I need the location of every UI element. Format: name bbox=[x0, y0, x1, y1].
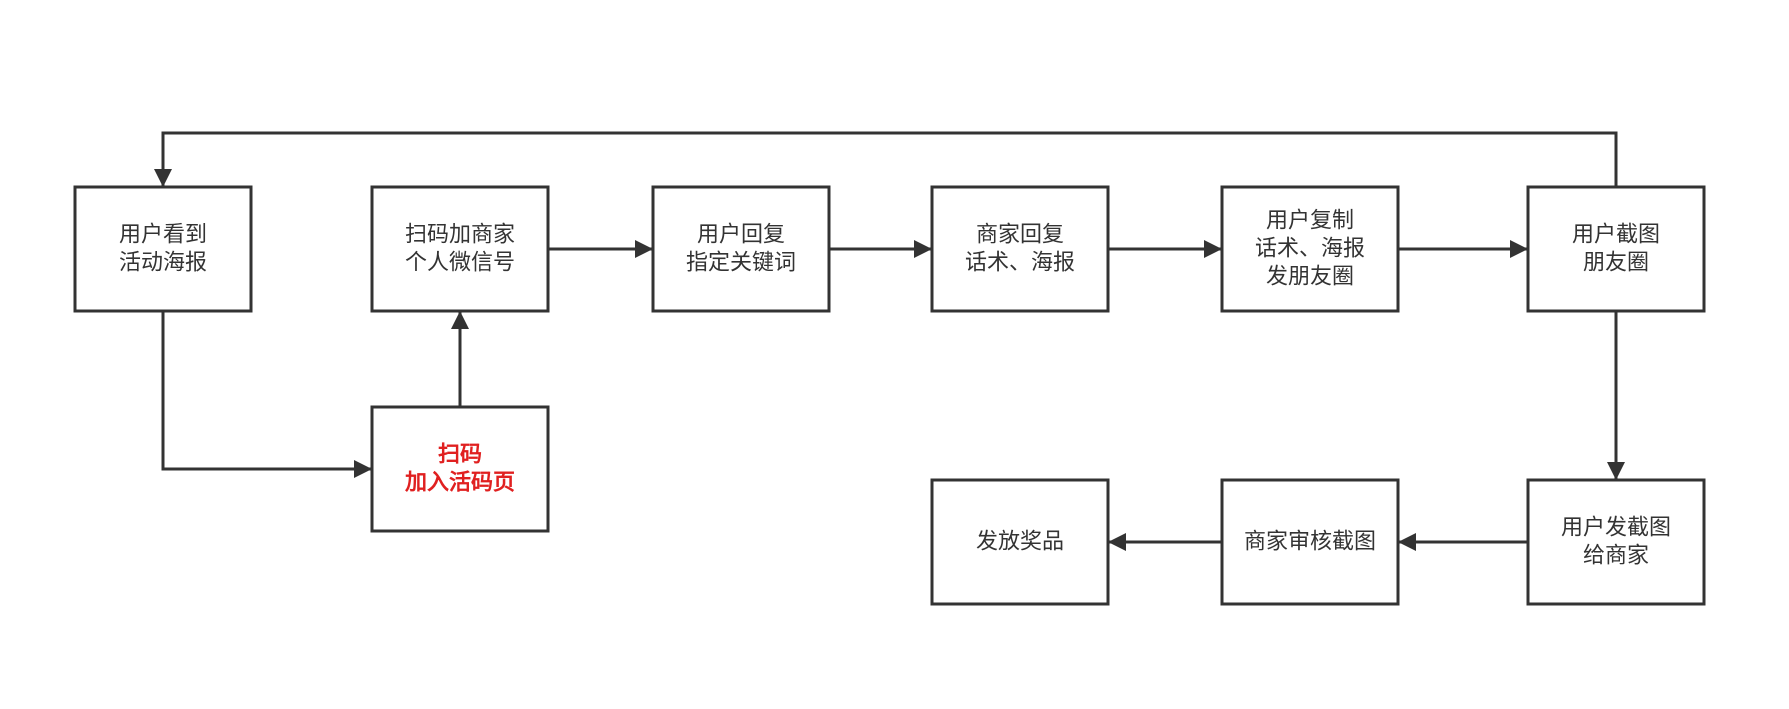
node-give-prize: 发放奖品 bbox=[930, 478, 1110, 606]
node-box bbox=[370, 185, 550, 313]
node-label: 话术、海报 bbox=[1255, 237, 1365, 262]
node-box bbox=[1526, 478, 1706, 606]
node-label: 扫码 bbox=[438, 443, 482, 468]
node-box bbox=[1526, 185, 1706, 313]
node-label: 发放奖品 bbox=[976, 530, 1064, 555]
node-label: 给商家 bbox=[1583, 544, 1649, 569]
node-label: 发朋友圈 bbox=[1266, 265, 1354, 290]
nodes: 用户看到活动海报扫码加商家个人微信号用户回复指定关键词商家回复话术、海报用户复制… bbox=[73, 185, 1706, 606]
node-label: 商家审核截图 bbox=[1244, 530, 1376, 555]
node-label: 个人微信号 bbox=[405, 251, 515, 276]
node-box bbox=[930, 478, 1110, 606]
node-box bbox=[370, 405, 550, 533]
node-label: 话术、海报 bbox=[965, 251, 1075, 276]
node-label: 活动海报 bbox=[119, 251, 207, 276]
node-label: 用户截图 bbox=[1572, 223, 1660, 248]
node-label: 用户看到 bbox=[119, 223, 207, 248]
node-box bbox=[930, 185, 1110, 313]
node-box bbox=[1220, 478, 1400, 606]
node-box bbox=[651, 185, 831, 313]
node-box bbox=[1220, 185, 1400, 313]
node-label: 用户发截图 bbox=[1561, 516, 1671, 541]
edge-see-poster-to-scan-live-code bbox=[161, 311, 372, 478]
node-label: 扫码加商家 bbox=[405, 223, 515, 248]
edges bbox=[154, 131, 1625, 551]
node-label: 商家回复 bbox=[976, 223, 1064, 248]
node-label: 朋友圈 bbox=[1583, 251, 1649, 276]
node-review-screenshot: 商家审核截图 bbox=[1220, 478, 1400, 606]
edge-screenshot-to-see-poster bbox=[154, 131, 1618, 187]
node-box bbox=[73, 185, 253, 313]
node-label: 加入活码页 bbox=[404, 471, 515, 496]
node-label: 指定关键词 bbox=[686, 251, 796, 276]
node-label: 用户复制 bbox=[1266, 209, 1354, 234]
node-label: 用户回复 bbox=[697, 223, 785, 248]
